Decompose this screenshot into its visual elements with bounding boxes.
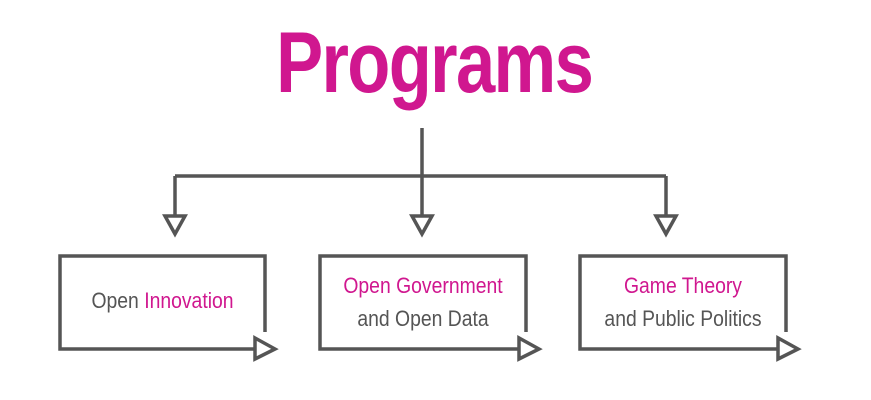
program-box-1 bbox=[58, 254, 267, 351]
label-text-pink: Innovation bbox=[144, 288, 234, 313]
diagram-title: Programs bbox=[276, 15, 594, 111]
label-line-1: Game Theory bbox=[623, 273, 743, 298]
program-label-open-innovation: Open Innovation bbox=[72, 284, 252, 317]
box-3-arrow bbox=[776, 335, 802, 362]
label-text-gray: Open bbox=[91, 288, 145, 313]
box-1-arrow bbox=[253, 335, 279, 362]
program-box-2 bbox=[318, 254, 528, 351]
program-box-3 bbox=[578, 254, 788, 351]
label-line-1: Open Government bbox=[343, 273, 503, 298]
program-label-open-government: Open Government and Open Data bbox=[325, 269, 520, 335]
arrowhead-right bbox=[653, 214, 679, 238]
arrowhead-middle bbox=[409, 214, 435, 238]
arrowhead-left bbox=[162, 214, 188, 238]
box-2-arrow bbox=[517, 335, 543, 362]
label-line-2: and Public Politics bbox=[604, 306, 762, 331]
label-line-2: and Open Data bbox=[357, 306, 489, 331]
program-label-game-theory: Game Theory and Public Politics bbox=[584, 269, 783, 335]
